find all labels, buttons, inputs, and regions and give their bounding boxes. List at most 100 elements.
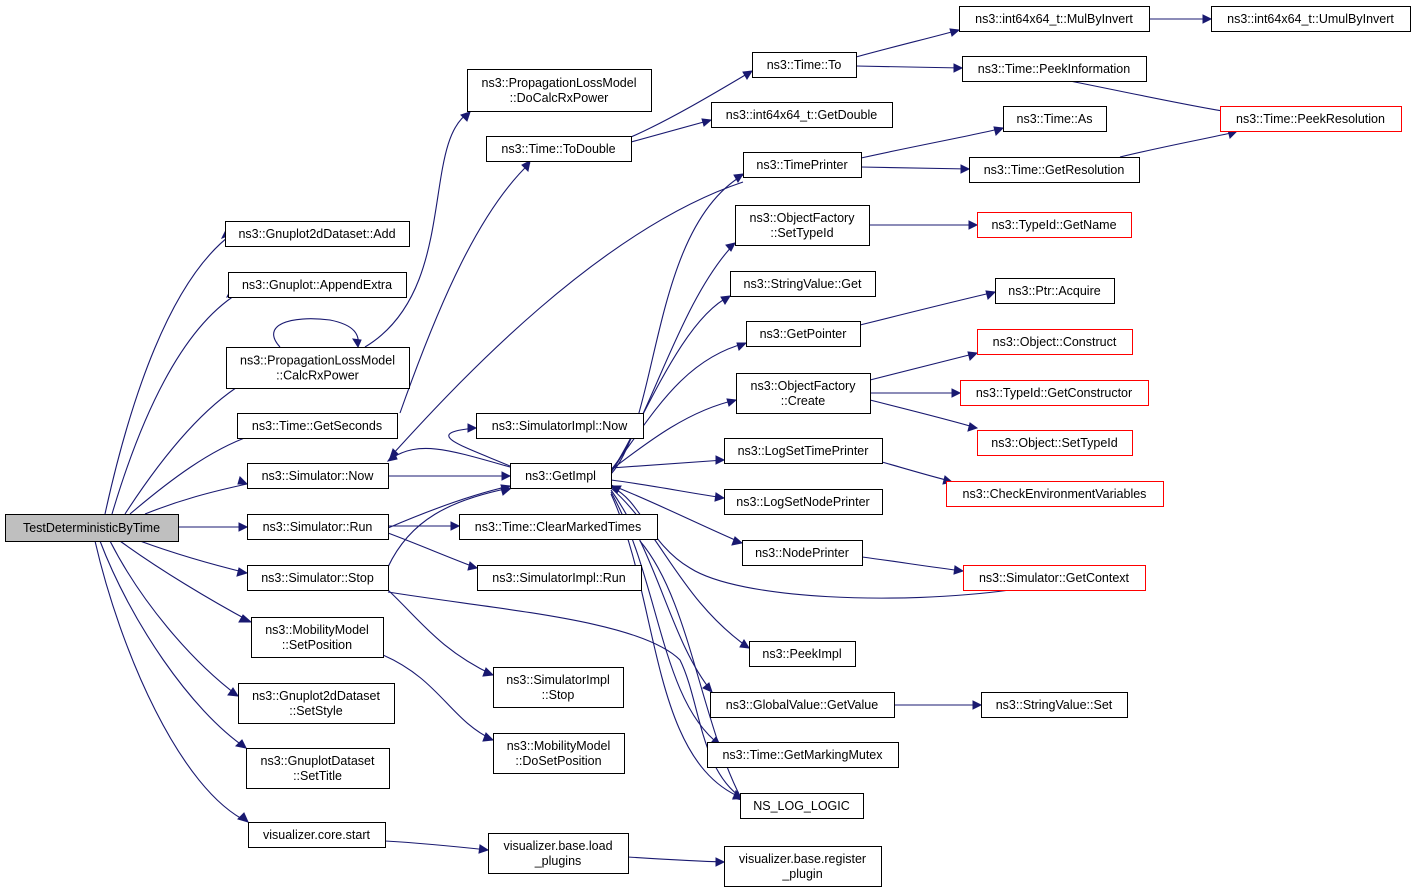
- node-label: ns3::Ptr::Acquire: [1008, 284, 1100, 298]
- edge-arrowhead: [725, 242, 736, 252]
- node-sim-run[interactable]: ns3::Simulator::Run: [247, 514, 389, 540]
- node-time-peekinfo[interactable]: ns3::Time::PeekInformation: [962, 56, 1147, 82]
- node-label: ns3::Simulator::Now: [262, 469, 375, 483]
- node-logsetnodeprinter[interactable]: ns3::LogSetNodePrinter: [724, 489, 883, 515]
- node-typeid-getname[interactable]: ns3::TypeId::GetName: [977, 212, 1132, 238]
- node-of-create[interactable]: ns3::ObjectFactory::Create: [736, 373, 871, 414]
- node-timeprinter[interactable]: ns3::TimePrinter: [743, 152, 862, 178]
- call-edge: [364, 111, 471, 348]
- node-ptr-acquire[interactable]: ns3::Ptr::Acquire: [995, 278, 1115, 304]
- edge-arrowhead: [467, 423, 478, 433]
- node-box: [735, 205, 870, 246]
- node-box: [946, 481, 1164, 507]
- node-root[interactable]: TestDeterministicByTime: [5, 514, 179, 542]
- node-label: ns3::Simulator::GetContext: [979, 571, 1130, 585]
- node-label: visualizer.base.register: [739, 852, 866, 866]
- node-simimpl-stop[interactable]: ns3::SimulatorImpl::Stop: [493, 667, 624, 708]
- node-box: [237, 413, 398, 439]
- edge-arrowhead: [960, 164, 971, 174]
- node-ns-log-logic[interactable]: NS_LOG_LOGIC: [740, 793, 864, 819]
- call-edge: [610, 487, 750, 649]
- edge-arrowhead: [951, 388, 962, 398]
- call-edge: [610, 479, 725, 499]
- node-typeid-getconstructor[interactable]: ns3::TypeId::GetConstructor: [960, 380, 1149, 406]
- call-edge: [119, 540, 252, 623]
- node-box: [707, 742, 899, 768]
- node-time-clearmarked[interactable]: ns3::Time::ClearMarkedTimes: [459, 514, 658, 540]
- node-box: [969, 157, 1140, 183]
- node-logsettimeprinter[interactable]: ns3::LogSetTimePrinter: [724, 438, 883, 464]
- call-edge: [1119, 131, 1236, 158]
- node-box: [1211, 6, 1411, 32]
- node-getpointer[interactable]: ns3::GetPointer: [746, 321, 861, 347]
- node-mm-setposition[interactable]: ns3::MobilityModel::SetPosition: [251, 617, 384, 658]
- node-box: [995, 278, 1115, 304]
- node-box: [959, 6, 1150, 32]
- node-label: ns3::int64x64_t::MulByInvert: [975, 12, 1133, 26]
- call-edge: [391, 181, 744, 456]
- call-edge: [94, 540, 249, 823]
- node-peekimpl[interactable]: ns3::PeekImpl: [749, 641, 856, 667]
- node-int64-mulbyinvert[interactable]: ns3::int64x64_t::MulByInvert: [959, 6, 1150, 32]
- node-label: ns3::SimulatorImpl::Run: [492, 571, 625, 585]
- node-label: ns3::LogSetNodePrinter: [736, 495, 869, 509]
- edge-arrowhead: [478, 844, 490, 854]
- node-label: ns3::Time::GetMarkingMutex: [722, 748, 883, 762]
- node-box: [1003, 106, 1107, 132]
- node-gv-getvalue[interactable]: ns3::GlobalValue::GetValue: [710, 692, 895, 718]
- node-stringvalue-get[interactable]: ns3::StringValue::Get: [730, 271, 876, 297]
- call-nodes: TestDeterministicByTimens3::Gnuplot2dDat…: [5, 6, 1411, 887]
- node-label: ns3::MobilityModel: [507, 739, 611, 753]
- node-time-as[interactable]: ns3::Time::As: [1003, 106, 1107, 132]
- node-label: ns3::GetImpl: [525, 469, 596, 483]
- node-plm-docalc[interactable]: ns3::PropagationLossModel::DoCalcRxPower: [467, 69, 652, 112]
- call-edge: [610, 399, 737, 471]
- node-gp-appendextra[interactable]: ns3::Gnuplot::AppendExtra: [228, 272, 407, 298]
- node-time-to[interactable]: ns3::Time::To: [752, 52, 857, 78]
- edge-arrowhead: [237, 476, 249, 485]
- node-gp2d-setstyle[interactable]: ns3::Gnuplot2dDataset::SetStyle: [238, 683, 395, 724]
- node-int64-getdouble[interactable]: ns3::int64x64_t::GetDouble: [711, 102, 893, 128]
- node-viz-load-plugins[interactable]: visualizer.base.load_plugins: [488, 833, 629, 874]
- node-time-getmarkingmutex[interactable]: ns3::Time::GetMarkingMutex: [707, 742, 899, 768]
- node-gp2d-add[interactable]: ns3::Gnuplot2dDataset::Add: [225, 221, 410, 247]
- node-box: [740, 793, 864, 819]
- node-nodeprinter[interactable]: ns3::NodePrinter: [742, 540, 863, 566]
- node-sim-now[interactable]: ns3::Simulator::Now: [247, 463, 389, 489]
- node-label: ::DoCalcRxPower: [510, 91, 609, 105]
- node-simimpl-now[interactable]: ns3::SimulatorImpl::Now: [476, 413, 644, 439]
- node-simimpl-run[interactable]: ns3::SimulatorImpl::Run: [477, 565, 642, 591]
- node-of-settypeid[interactable]: ns3::ObjectFactory::SetTypeId: [735, 205, 870, 246]
- node-object-settypeid[interactable]: ns3::Object::SetTypeId: [977, 430, 1133, 456]
- node-sim-getcontext[interactable]: ns3::Simulator::GetContext: [963, 565, 1146, 591]
- node-label: ns3::Object::Construct: [993, 335, 1117, 349]
- edge-arrowhead: [609, 485, 622, 494]
- node-box: [226, 347, 410, 389]
- node-viz-register-plugin[interactable]: visualizer.base.register_plugin: [724, 846, 882, 887]
- node-box: [476, 413, 644, 439]
- node-label: ns3::ObjectFactory: [751, 379, 857, 393]
- call-edge: [855, 29, 960, 58]
- node-object-construct[interactable]: ns3::Object::Construct: [977, 329, 1133, 355]
- call-edge: [99, 540, 247, 749]
- edge-arrowhead: [715, 857, 726, 867]
- node-mm-dosetposition[interactable]: ns3::MobilityModel::DoSetPosition: [493, 733, 625, 774]
- node-plm-calcrx[interactable]: ns3::PropagationLossModel::CalcRxPower: [226, 347, 410, 389]
- node-viz-core-start[interactable]: visualizer.core.start: [248, 822, 386, 848]
- call-edge: [610, 484, 743, 544]
- node-label: ns3::NodePrinter: [755, 546, 849, 560]
- node-stringvalue-set[interactable]: ns3::StringValue::Set: [981, 692, 1128, 718]
- node-gpd-settitle[interactable]: ns3::GnuplotDataset::SetTitle: [246, 748, 390, 789]
- edge-arrowhead: [739, 639, 750, 649]
- node-box: [459, 514, 658, 540]
- node-time-peekres[interactable]: ns3::Time::PeekResolution: [1220, 106, 1402, 132]
- node-time-getres[interactable]: ns3::Time::GetResolution: [969, 157, 1140, 183]
- node-getimpl[interactable]: ns3::GetImpl: [510, 463, 612, 489]
- node-int64-umulbyinvert[interactable]: ns3::int64x64_t::UmulByInvert: [1211, 6, 1411, 32]
- node-time-todouble[interactable]: ns3::Time::ToDouble: [486, 136, 632, 162]
- node-checkenv[interactable]: ns3::CheckEnvironmentVariables: [946, 481, 1164, 507]
- node-sim-stop[interactable]: ns3::Simulator::Stop: [247, 565, 389, 591]
- node-box: [477, 565, 642, 591]
- node-box: [746, 321, 861, 347]
- node-time-getseconds[interactable]: ns3::Time::GetSeconds: [237, 413, 398, 439]
